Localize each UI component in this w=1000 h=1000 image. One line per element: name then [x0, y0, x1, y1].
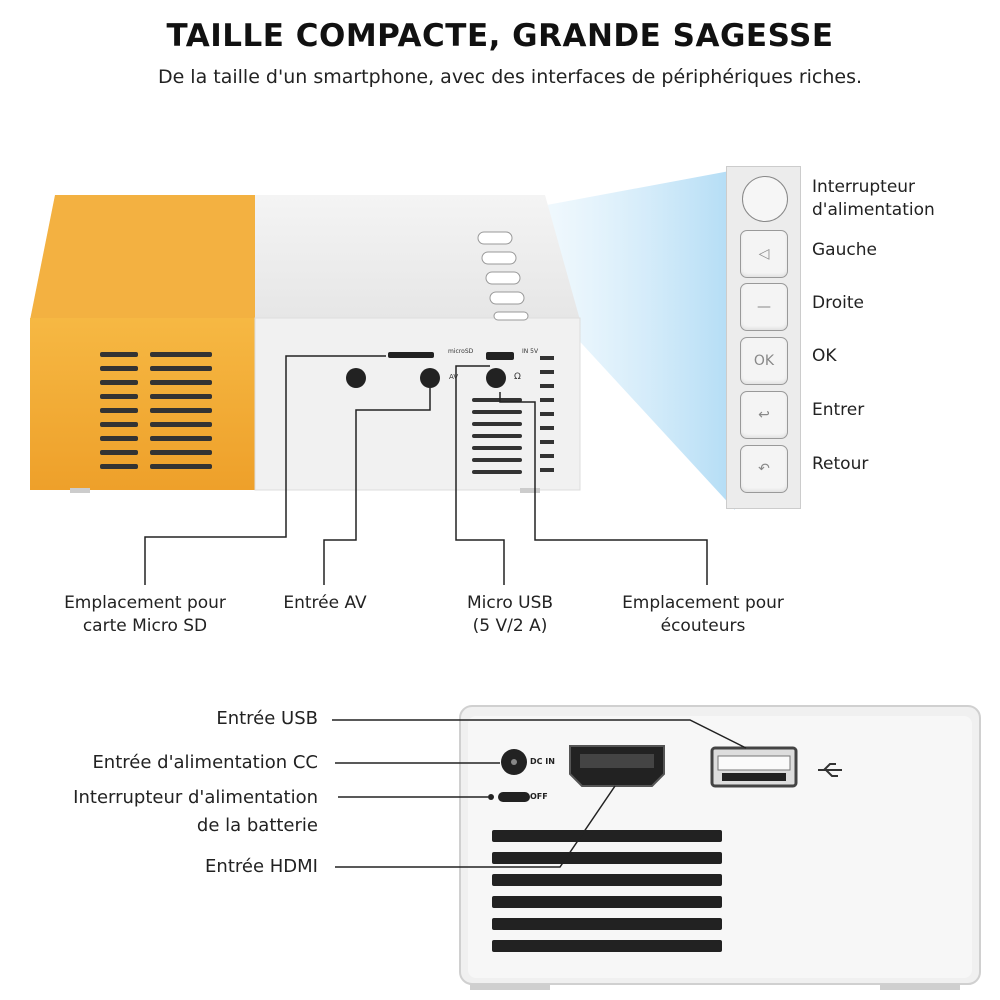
- in5v-print: IN 5V: [522, 348, 539, 355]
- microsd-slot: [388, 352, 434, 358]
- dash-icon[interactable]: —: [740, 283, 788, 331]
- orange-vents: [100, 352, 212, 469]
- label-usb: Entrée USB: [216, 708, 318, 729]
- headphone-port: [486, 368, 506, 388]
- av-port: [420, 368, 440, 388]
- label-battery-switch: Interrupteur d'alimentation de la batter…: [73, 787, 318, 836]
- power-button[interactable]: [742, 176, 788, 222]
- label-micro-sd: Emplacement pour carte Micro SD: [64, 593, 226, 636]
- ok-icon[interactable]: OK: [740, 337, 788, 385]
- battery-switch: [498, 792, 530, 802]
- page-title: TAILLE COMPACTE, GRANDE SAGESSE: [166, 18, 834, 54]
- projector-orange-top: [30, 195, 255, 320]
- light-beam: [520, 170, 735, 510]
- label-left: Gauche: [812, 240, 877, 260]
- label-power: Interrupteur d'alimentation: [812, 177, 935, 220]
- microsd-print: microSD: [448, 348, 474, 355]
- label-micro-usb: Micro USB (5 V/2 A): [466, 593, 554, 636]
- leader-lines: [144, 355, 708, 585]
- projector-side-illustration: [30, 170, 735, 585]
- projector-white-top: [255, 195, 580, 320]
- label-enter: Entrer: [812, 400, 865, 420]
- projector-white-side: [254, 317, 581, 491]
- av-print: AV: [449, 373, 459, 381]
- page-subtitle: De la taille d'un smartphone, avec des i…: [157, 66, 863, 88]
- off-print: OFF: [530, 792, 548, 801]
- projector-orange-front: [30, 318, 255, 490]
- label-return: Retour: [812, 454, 869, 474]
- label-ok: OK: [812, 346, 837, 366]
- triangle-left-icon[interactable]: ◁: [740, 230, 788, 278]
- label-hdmi: Entrée HDMI: [205, 856, 318, 877]
- usb-icon: [818, 763, 842, 777]
- headphone-icon: Ω: [514, 372, 521, 382]
- white-vents: [472, 356, 554, 474]
- label-av: Entrée AV: [283, 593, 367, 613]
- projector-top-buttons: [477, 231, 529, 321]
- label-headphones: Emplacement pour écouteurs: [622, 593, 784, 636]
- label-dc: Entrée d'alimentation CC: [92, 752, 318, 773]
- return-icon[interactable]: ↶: [740, 445, 788, 493]
- micro-usb-port: [486, 352, 514, 360]
- label-right: Droite: [812, 293, 864, 313]
- rear-leader-lines: [332, 719, 747, 868]
- round-port: [346, 368, 366, 388]
- dc-in-print: DC IN: [530, 757, 555, 766]
- enter-icon[interactable]: ↩: [740, 391, 788, 439]
- projector-rear-illustration: [332, 705, 981, 990]
